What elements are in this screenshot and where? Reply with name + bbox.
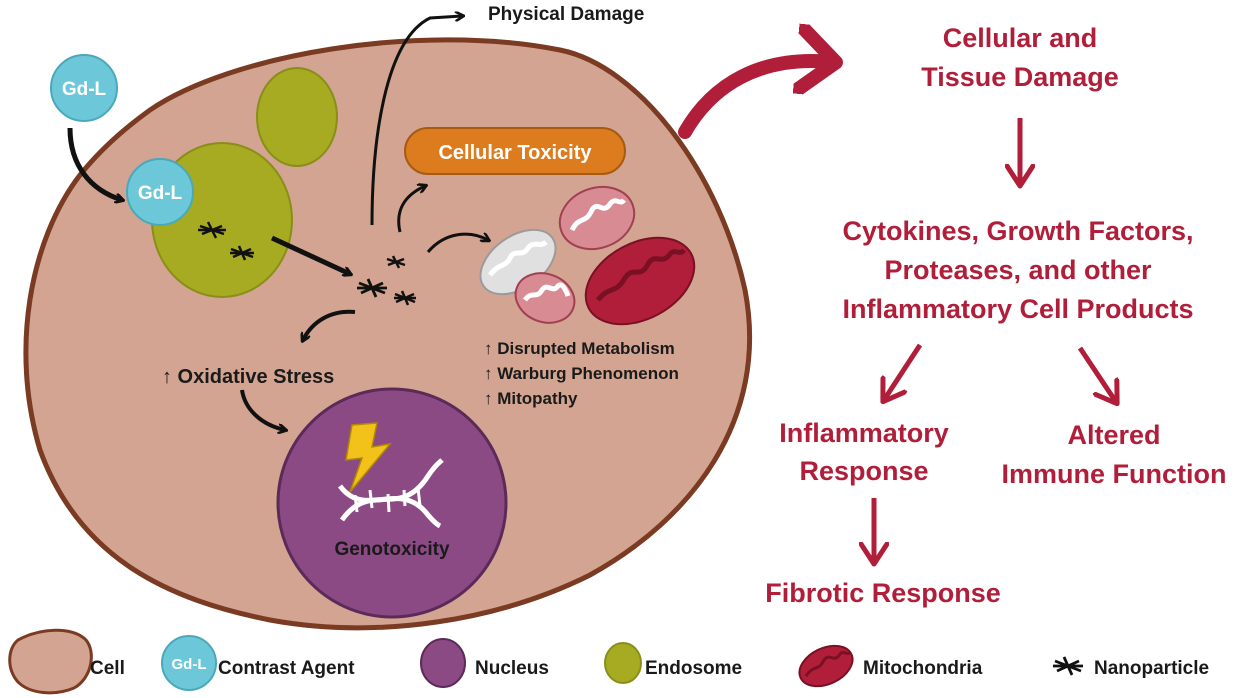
legend-mitochondria-icon [798,644,854,688]
mitochondrion-light [558,185,636,251]
legend-mitochondria-label: Mitochondria [863,658,983,679]
genotoxic-arrow [240,389,285,430]
toxicity-arrow [397,186,425,233]
contrast-agent-outside [50,54,118,122]
legend-nucleus-label: Nucleus [475,658,549,679]
cascade-arrow-right [1077,346,1116,402]
mito-effect-2: ↑ Warburg Phenomenon [484,364,679,383]
cellular-toxicity-box [404,127,626,175]
fibrotic-label: Fibrotic Response [765,578,1001,608]
legend: Cell Gd-L Contrast Agent Nucleus Endosom… [8,628,1209,695]
cellular-toxicity-label: Cellular Toxicity [438,142,592,164]
cascade-arrow-left [884,343,923,400]
uptake-arrow [67,127,122,200]
damage-line-2: Tissue Damage [921,62,1119,92]
products-line-1: Cytokines, Growth Factors, [842,216,1193,246]
nanoparticle-icon [230,245,254,261]
mitochondrion-dark [584,236,696,326]
oxidative-arrow [303,309,356,340]
legend-contrast-agent-icon-label: Gd-L [172,656,207,673]
mitochondrion-small [514,272,576,324]
mito-effect-1: ↑ Disrupted Metabolism [484,339,675,358]
nanoparticle-icon [198,221,226,239]
immune-line-1: Altered [1067,420,1160,450]
inflammatory-line-1: Inflammatory [779,418,949,448]
contrast-agent-outside-label: Gd-L [62,79,107,100]
dna-icon [337,458,444,529]
lightning-icon [345,422,392,493]
legend-cell-icon [8,628,93,695]
damage-transition-arrow [678,61,832,139]
nucleus [276,387,508,619]
legend-endosome-label: Endosome [645,658,742,679]
legend-nanoparticle-icon [1053,656,1083,676]
physical-damage-label: Physical Damage [488,4,644,25]
damage-line-1: Cellular and [943,23,1098,53]
oxidative-stress-label: ↑ Oxidative Stress [162,366,334,388]
mito-effect-3: ↑ Mitopathy [484,389,578,408]
mitochondria-arrow [426,234,488,253]
genotoxicity-label: Genotoxicity [334,539,450,560]
immune-line-2: Immune Function [1002,459,1227,489]
release-arrow [270,235,350,274]
nanoparticle-icon [357,278,387,298]
products-line-2: Proteases, and other [884,255,1152,285]
legend-contrast-agent-icon [161,635,217,691]
products-line-3: Inflammatory Cell Products [842,294,1193,324]
physical-damage-arrow [370,16,462,226]
legend-contrast-agent-label: Contrast Agent [218,658,355,679]
nanoparticle-icon [394,290,416,306]
endosome-small [256,67,338,167]
legend-nucleus-icon [420,638,466,688]
contrast-agent-inside-label: Gd-L [138,183,183,204]
legend-nanoparticle-label: Nanoparticle [1094,658,1209,679]
legend-cell-label: Cell [90,658,125,679]
inflammatory-line-2: Response [799,456,928,486]
nanoparticle-icon [386,255,406,269]
contrast-agent-inside [126,158,194,226]
legend-endosome-icon [604,642,642,684]
